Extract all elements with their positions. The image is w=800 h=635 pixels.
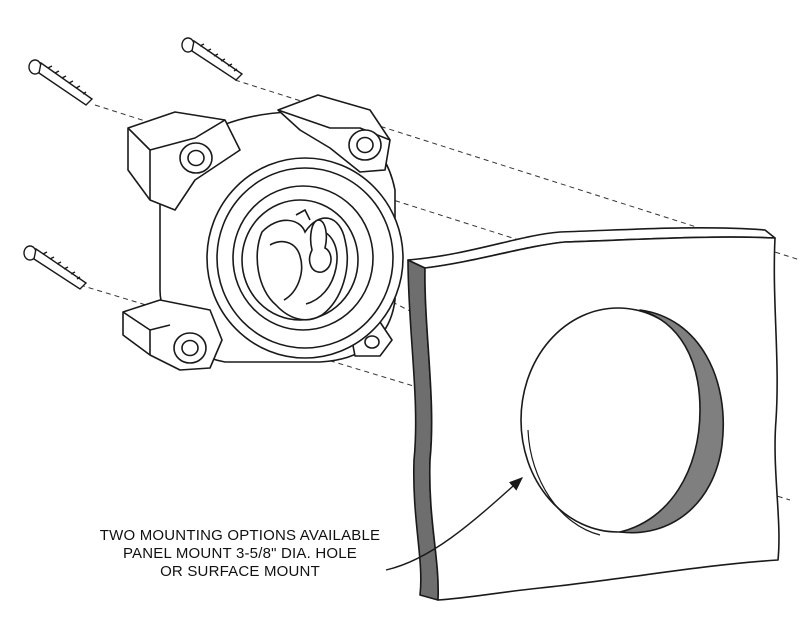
callout-line-1: TWO MOUNTING OPTIONS AVAILABLE — [99, 527, 381, 544]
panel-hole-inner-wall — [619, 309, 724, 534]
callout-line-2: PANEL MOUNT 3-5/8" DIA. HOLE — [122, 545, 358, 562]
screw-lower-left — [23, 245, 88, 290]
screw-top — [181, 37, 244, 81]
mounting-options-callout: TWO MOUNTING OPTIONS AVAILABLE PANEL MOU… — [70, 527, 410, 581]
callout-line-3: OR SURFACE MOUNT — [160, 563, 320, 580]
mounting-panel — [407, 227, 780, 601]
selector-keyhole — [308, 219, 332, 273]
switch-face — [206, 157, 404, 359]
callout-leader — [385, 477, 524, 571]
screw-upper-left — [28, 59, 94, 106]
